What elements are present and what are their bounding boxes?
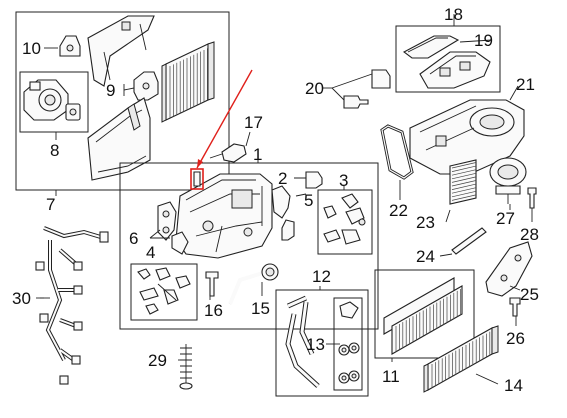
callout-4: 4 [146,243,155,262]
part-12-pipes [285,295,320,388]
highlight-arrow [196,69,253,169]
callout-6: 6 [129,229,138,248]
callout-29: 29 [148,351,167,370]
part-17-connector [209,131,251,163]
highlighted-part-marker [190,168,204,190]
callout-20: 20 [305,79,324,98]
hatch-line [451,183,477,190]
part-23-cabin-filter [449,159,477,205]
part-25-bracket [485,241,533,297]
callout-24: 24 [416,247,435,266]
callout-16: 16 [204,301,223,320]
part-27-blower-motor [489,157,527,204]
part-22-gasket [380,124,414,180]
callout-1: 1 [253,145,262,164]
group-box-8 [19,71,89,133]
hatch-line [451,190,477,198]
part-4-flap [171,231,189,255]
callout-15: 15 [251,299,270,318]
callout-18: 18 [444,5,463,24]
part-21-blower-housing [409,99,525,175]
part-13-seals [338,301,360,384]
lower-duct-housing [87,97,151,181]
part-16-connector [205,271,219,297]
part-10-clip [44,35,81,57]
part-14-heater-core [423,325,499,393]
highlight-arrow-head [197,159,203,168]
part-28-screw [527,187,537,209]
callout-2: 2 [278,169,287,188]
callout-30: 30 [12,289,31,308]
callout-21: 21 [516,75,535,94]
callout-11: 11 [382,367,400,386]
heater-core [161,41,215,123]
part-29-spring [179,344,193,390]
part-19-filter-frame [402,35,460,59]
callout-7: 7 [46,195,55,214]
heater-core-frame [87,15,155,87]
part-9-actuator [123,71,159,101]
callout-labels: 1 2 3 4 5 6 7 8 9 10 11 12 13 14 15 16 1… [12,5,539,395]
callout-26: 26 [506,329,525,348]
callout-8: 8 [50,141,59,160]
hatch-line [451,187,477,194]
part-5-bracket [271,185,307,241]
part-8-actuator [23,79,81,121]
callout-25: 25 [520,285,539,304]
hatch-line [451,176,477,183]
leader-lines [36,14,533,385]
highlighted-part [193,171,201,187]
group-box-18 [395,25,501,93]
hatch-line [451,194,477,201]
group-box-4-sub [130,263,198,321]
callout-19: 19 [474,31,493,50]
callout-12: 12 [312,267,331,286]
group-box-7 [15,11,230,191]
callout-10: 10 [22,39,41,58]
part-30-wiring-harness [35,226,109,385]
part-4-linkage [137,267,191,315]
callout-9: 9 [106,81,115,100]
part-15-hose [228,263,279,305]
group-box-11 [374,269,475,359]
group-box-12 [275,289,369,397]
hatch-line [451,165,477,172]
part-24-strip [451,227,487,255]
callout-14: 14 [504,376,523,395]
part-18-blower-upper [419,51,491,89]
group-box-1 [119,162,379,330]
callout-5: 5 [304,191,313,210]
hatch-line [451,180,477,187]
part-3-actuators [323,193,366,245]
hatch-line [451,169,477,176]
part-11-evaporator [383,277,463,355]
part-26-screw [509,297,521,317]
callout-23: 23 [416,213,435,232]
hvac-housing [175,173,273,259]
hatch-line [451,172,477,180]
callout-13: 13 [306,335,325,354]
hatch-line [451,162,477,169]
group-box-3 [317,189,373,255]
part-6-bracket [157,201,177,241]
callout-28: 28 [520,225,539,244]
callout-17: 17 [244,113,263,132]
part-20-sensor [331,69,391,109]
part-2-sensor [294,171,323,189]
callout-22: 22 [389,201,408,220]
callout-3: 3 [339,171,348,190]
callout-27: 27 [496,209,515,228]
